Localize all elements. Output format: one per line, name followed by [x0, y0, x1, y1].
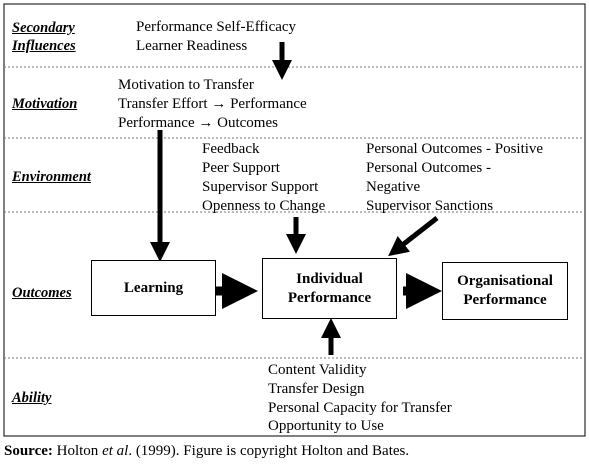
- arrow-environment-diagonal: [388, 216, 439, 257]
- environment-item: Feedback: [202, 141, 260, 157]
- individual-box-line1: Individual: [296, 270, 363, 287]
- caption-et-al: et al: [102, 443, 129, 459]
- individual-box-line2: Performance: [287, 289, 372, 306]
- source-caption: Source: Holton et al. (1999). Figure is …: [4, 442, 409, 461]
- motivation-item: Performance → Outcomes: [118, 115, 278, 131]
- environment-item: Negative: [366, 179, 421, 195]
- organisational-performance-box: Organisational Performance: [442, 262, 568, 320]
- secondary-item: Performance Self-Efficacy: [136, 19, 297, 35]
- caption-text-before: Holton: [52, 443, 103, 459]
- motivation-item: Transfer Effort → Performance: [118, 96, 307, 112]
- row-label-outcomes: Outcomes: [12, 285, 72, 301]
- row-label-ability: Ability: [12, 390, 52, 406]
- diagram-frame: [3, 3, 586, 437]
- organisational-box-line2: Performance: [463, 292, 547, 308]
- organisational-box-line1: Organisational: [457, 273, 553, 289]
- ability-item: Content Validity: [268, 362, 367, 378]
- ability-item: Opportunity to Use: [268, 418, 384, 434]
- environment-item: Openness to Change: [202, 198, 326, 214]
- environment-item: Supervisor Sanctions: [366, 198, 494, 214]
- ability-item: Transfer Design: [268, 381, 365, 397]
- row-label-secondary-line2: Influences: [12, 38, 76, 54]
- row-label-environment: Environment: [12, 169, 91, 185]
- row-label-secondary-influences: Secondary Influences: [12, 19, 76, 55]
- secondary-item: Learner Readiness: [136, 38, 248, 54]
- individual-performance-box: Individual Performance: [262, 258, 397, 319]
- environment-item: Supervisor Support: [202, 179, 319, 195]
- source-label: Source:: [4, 443, 53, 459]
- environment-item: Personal Outcomes -: [366, 160, 491, 176]
- learning-box-label: Learning: [123, 279, 184, 296]
- ability-item: Personal Capacity for Transfer: [268, 400, 452, 416]
- motivation-item: Motivation to Transfer: [118, 77, 254, 93]
- caption-text-after: . (1999). Figure is copyright Holton and…: [128, 443, 410, 459]
- environment-item: Peer Support: [202, 160, 280, 176]
- learning-box: Learning: [91, 260, 216, 316]
- environment-item: Personal Outcomes - Positive: [366, 141, 544, 157]
- row-label-secondary-line1: Secondary: [12, 20, 75, 36]
- row-label-motivation: Motivation: [12, 96, 78, 112]
